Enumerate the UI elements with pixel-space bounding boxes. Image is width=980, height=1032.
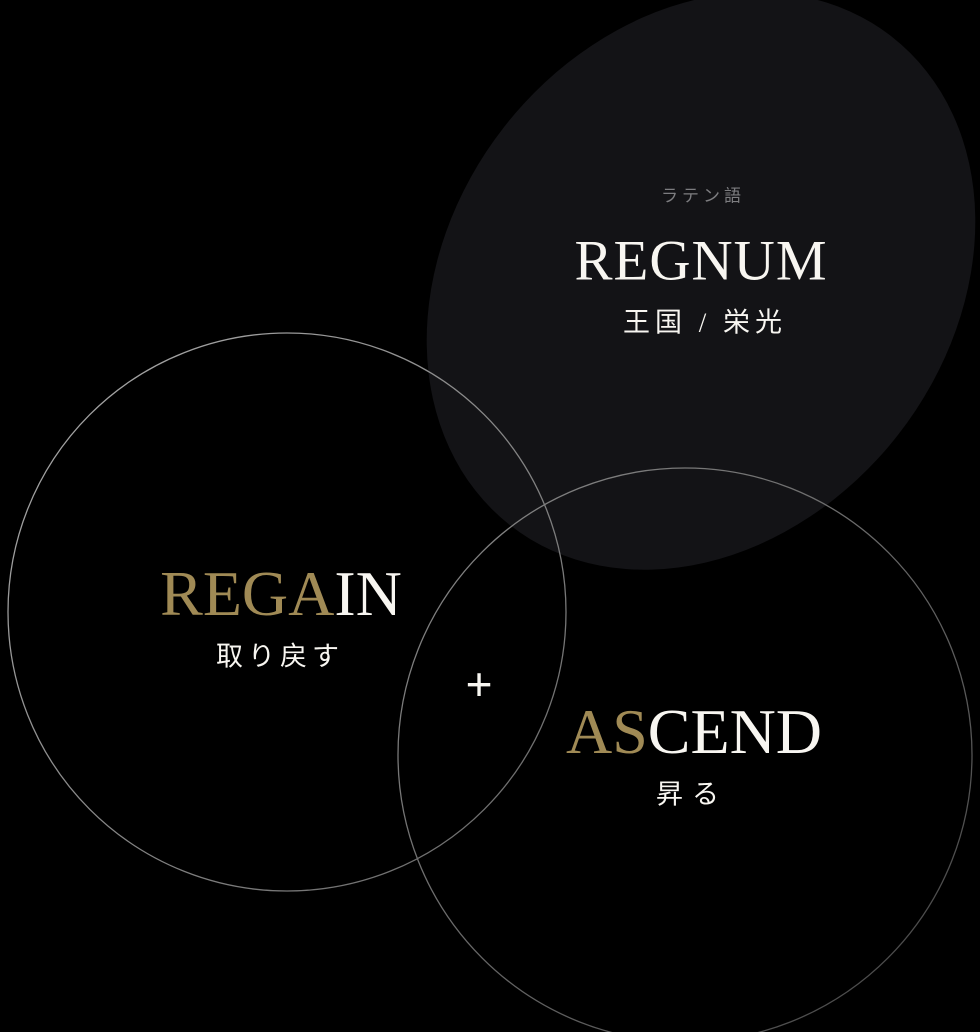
- regain-meaning: 取り戻す: [216, 641, 344, 672]
- ascend-word-rest: CEND: [647, 696, 823, 767]
- regnum-meaning: 王国 / 栄光: [622, 307, 788, 338]
- regnum-word: REGNUM: [574, 229, 828, 293]
- regnum-filled-ellipse: [426, 0, 976, 570]
- regain-word: REGAIN: [160, 562, 402, 626]
- ascend-outline-circle: [397, 467, 973, 1032]
- ascend-word-accent: AS: [565, 696, 648, 767]
- ascend-meaning: 昇る: [656, 779, 728, 810]
- regain-word-rest: IN: [334, 558, 402, 629]
- ascend-word: ASCEND: [566, 700, 822, 764]
- regain-outline-circle: [7, 332, 567, 892]
- plus-separator: +: [465, 658, 493, 710]
- regain-word-accent: REGA: [160, 558, 335, 629]
- regnum-language-tag: ラテン語: [661, 186, 745, 206]
